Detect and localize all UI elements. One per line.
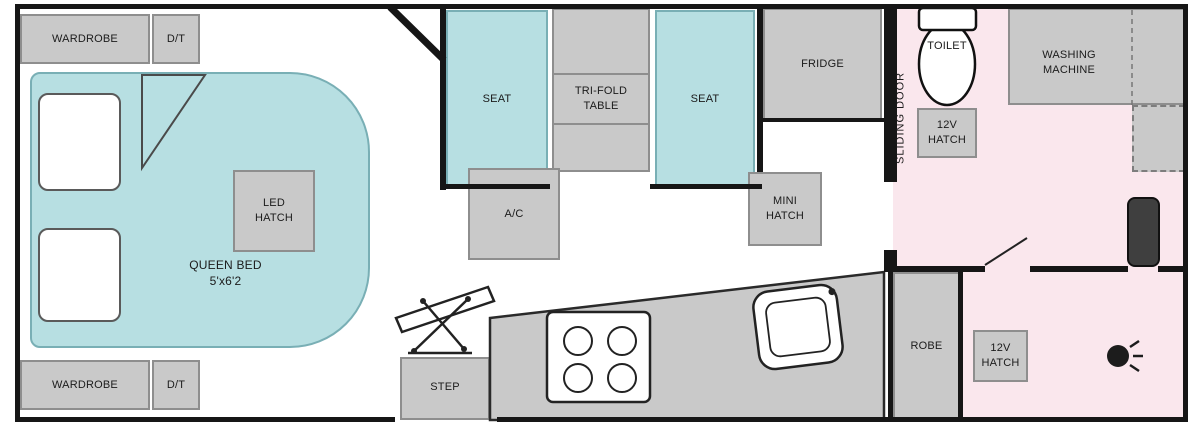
hatch-12v-ensuite-label: 12V HATCH [927, 119, 967, 146]
dt-bottom-label: D/T [166, 378, 186, 391]
step-label: STEP [430, 380, 460, 393]
hatch-12v-rear-label: 12V HATCH [981, 342, 1020, 369]
robe-box [893, 272, 960, 420]
fold-out-step-icon [394, 285, 496, 355]
dt-top-box [152, 14, 200, 64]
hatch-12v-rear-box [973, 330, 1028, 382]
robe-label: ROBE [910, 339, 943, 352]
washing-machine-label: WASHING MACHINE [1042, 49, 1096, 76]
seat-left-box [446, 10, 548, 188]
toilet-label: TOILET [927, 39, 967, 52]
washing-machine-box [1008, 8, 1188, 105]
sink-icon [752, 283, 844, 371]
angled-wall [387, 4, 447, 63]
ac-box [468, 168, 560, 260]
dt-bottom-box [152, 360, 200, 410]
led-hatch-label: LED HATCH [254, 197, 294, 224]
trifold-table-box [552, 8, 650, 172]
pillow [38, 228, 121, 322]
ac-label: A/C [504, 207, 524, 220]
washing-machine-overhead [1132, 105, 1185, 172]
hatch-12v-ensuite-box [917, 108, 977, 158]
wardrobe-top-box [20, 14, 150, 64]
seat-left-label: SEAT [482, 92, 512, 105]
seat-right-box [655, 10, 755, 188]
pillow [38, 93, 121, 191]
queen-bed-label: QUEEN BED 5'x6'2 [189, 257, 262, 288]
wardrobe-bottom-label: WARDROBE [52, 378, 118, 391]
fridge-label: FRIDGE [801, 57, 844, 70]
stove-icon [545, 310, 652, 404]
sliding-door-label: SLIDING DOOR [894, 71, 907, 164]
wardrobe-bottom-box [20, 360, 150, 410]
kitchen-bench [488, 270, 886, 422]
wardrobe-top-label: WARDROBE [52, 32, 118, 45]
dt-top-label: D/T [166, 32, 186, 45]
seat-right-label: SEAT [690, 92, 720, 105]
led-hatch-box [233, 170, 315, 252]
mini-hatch-label: MINI HATCH [765, 195, 805, 222]
trifold-table-label: TRI-FOLD TABLE [574, 85, 628, 112]
